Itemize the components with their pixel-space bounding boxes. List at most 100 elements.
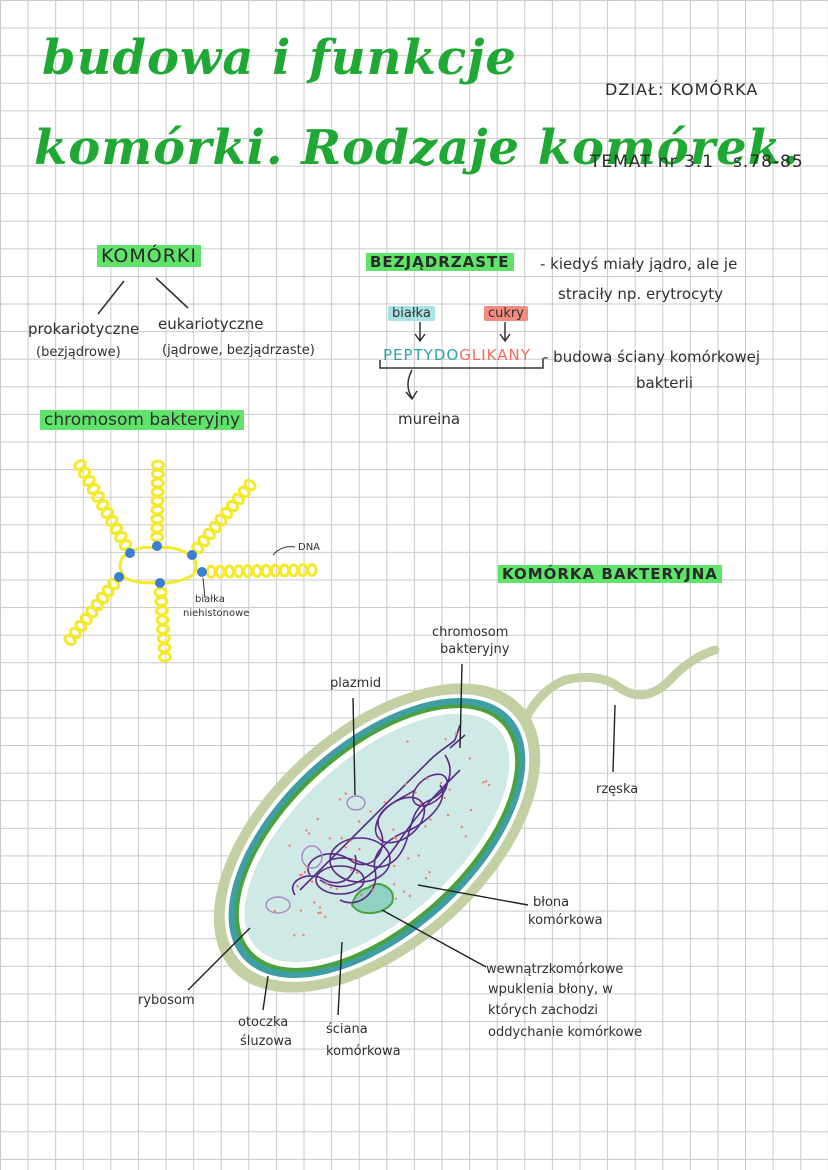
ribosome-dot [424, 825, 427, 828]
ribosome-dot [303, 870, 307, 874]
ribosome-dot [487, 783, 491, 787]
ribosome-dot [378, 836, 381, 839]
ribosome-dot [300, 873, 304, 876]
ribosome-dot [439, 781, 443, 785]
ribosome-dot [403, 890, 406, 893]
dna-coil-loop [288, 563, 300, 578]
ribosome-dot [305, 865, 309, 868]
ribosome-dot [357, 820, 361, 823]
ribosome-dot [443, 796, 447, 800]
dna-coil-loop [157, 642, 172, 654]
ribosome-dot [328, 837, 332, 840]
dna-coil-loop [150, 522, 165, 534]
eukaryotic-note: (jądrowe, bezjądrzaste) [162, 343, 315, 358]
ribosome-dot [360, 893, 363, 896]
anucleate-def-2: straciły np. erytrocyty [558, 285, 723, 303]
label-invaginations-3: których zachodzi [488, 1003, 598, 1018]
ribosome-dot [383, 801, 386, 804]
nonhistone-label-1: białka [195, 594, 225, 605]
dna-coil-loop [306, 563, 318, 577]
dna-coil-loop [150, 486, 165, 498]
dna-coil-loop [63, 633, 77, 647]
section-label: DZIAŁ: KOMÓRKA [605, 80, 759, 99]
dna-coil-loop [150, 477, 165, 489]
dna-coil-loop [101, 584, 115, 598]
label-invaginations-4: oddychanie komórkowe [488, 1025, 643, 1040]
ribosome-dot [358, 848, 361, 851]
ribosome-dot [419, 803, 422, 806]
ribosome-dot [335, 887, 338, 890]
ribosome-dot [446, 814, 450, 817]
ribosome-dot [298, 874, 302, 877]
dna-coil-loop [251, 564, 263, 578]
ribosome-dot [428, 870, 431, 874]
prokaryotic-label: prokariotyczne [28, 320, 140, 338]
ribosome-dot [464, 835, 467, 838]
label-chromosome-1: chromosom [432, 625, 509, 640]
ribosome-dot [313, 901, 316, 904]
dna-coil-loop [74, 619, 88, 633]
bacterial-cell-drawing [213, 645, 720, 993]
ribosome-dot [454, 732, 458, 735]
ribosome-dot [310, 880, 314, 883]
ribosome-dot [469, 808, 473, 812]
dna-coil-loop [260, 563, 272, 578]
ribosome-dot [424, 877, 428, 880]
nonhistone-label-2: niehistonowe [183, 608, 250, 619]
ribosome-dot [393, 836, 396, 839]
page-title-line1: budowa i funkcje [42, 30, 517, 86]
ribosome-dot [460, 825, 463, 828]
dna-coil-loop [242, 564, 254, 579]
peptidoglycan-arrows [379, 322, 544, 401]
ribosome-dot [349, 839, 352, 842]
eukaryotic-label: eukariotyczne [158, 315, 264, 333]
ribosome-dot [317, 912, 320, 915]
ribosome-dot [406, 740, 409, 743]
ribosome-dot [404, 782, 407, 786]
dna-coil-loop [68, 626, 82, 640]
ribosome-dot [329, 886, 333, 889]
bacterial-cell-heading: KOMÓRKA BAKTERYJNA [498, 565, 722, 583]
label-invaginations-2: wpuklenia błony, w [488, 982, 613, 997]
dna-coil-loop [85, 605, 99, 619]
ribosome-dot [482, 781, 485, 784]
dna-label: DNA [298, 542, 321, 553]
dna-coil-loop [297, 563, 309, 578]
cells-heading: KOMÓRKI [97, 245, 201, 267]
pages-label: s.78-85 [733, 152, 804, 172]
dna-coil-loop [155, 614, 170, 626]
ribosome-dot [340, 837, 343, 840]
peptidoglycan-word: PEPTYDOGLIKANY [383, 346, 531, 364]
ribosome-dot [355, 871, 359, 875]
ribosome-dot [302, 933, 305, 937]
ribosome-dot [324, 915, 327, 919]
ribosome-dot [393, 864, 396, 868]
ribosome-dot [293, 934, 296, 937]
dna-coil-loop [150, 504, 165, 516]
dna-coil-loop [214, 564, 226, 579]
peptidoglycan-desc-2: bakterii [636, 374, 694, 392]
ribosome-dot [484, 780, 488, 783]
dna-coil-loop [73, 459, 87, 471]
anucleate-heading: BEZJĄDRZASTE [366, 253, 514, 271]
dna-coil-loop [96, 591, 110, 605]
dna-coil-loop [156, 623, 171, 635]
ribosome-dot [318, 906, 322, 909]
ribosome-dot [392, 828, 395, 831]
ribosome-dot [273, 909, 276, 913]
dna-coil-loop [278, 563, 291, 578]
proteins-label: białka [388, 306, 435, 321]
dna-coil-loop [233, 564, 245, 579]
ribosome-dot [429, 818, 432, 821]
ribosome-dot [417, 854, 420, 857]
ribosome-dot [395, 837, 398, 840]
ribosome-dot [369, 810, 372, 813]
ribosome-dot [319, 911, 322, 914]
ribosome-dot [426, 777, 429, 780]
label-wall-1: ściana [326, 1022, 368, 1037]
ribosome-dot [394, 897, 397, 900]
dna-coil-loop [151, 459, 165, 471]
ribosome-dot [325, 882, 328, 886]
ribosome-dot [468, 757, 472, 760]
